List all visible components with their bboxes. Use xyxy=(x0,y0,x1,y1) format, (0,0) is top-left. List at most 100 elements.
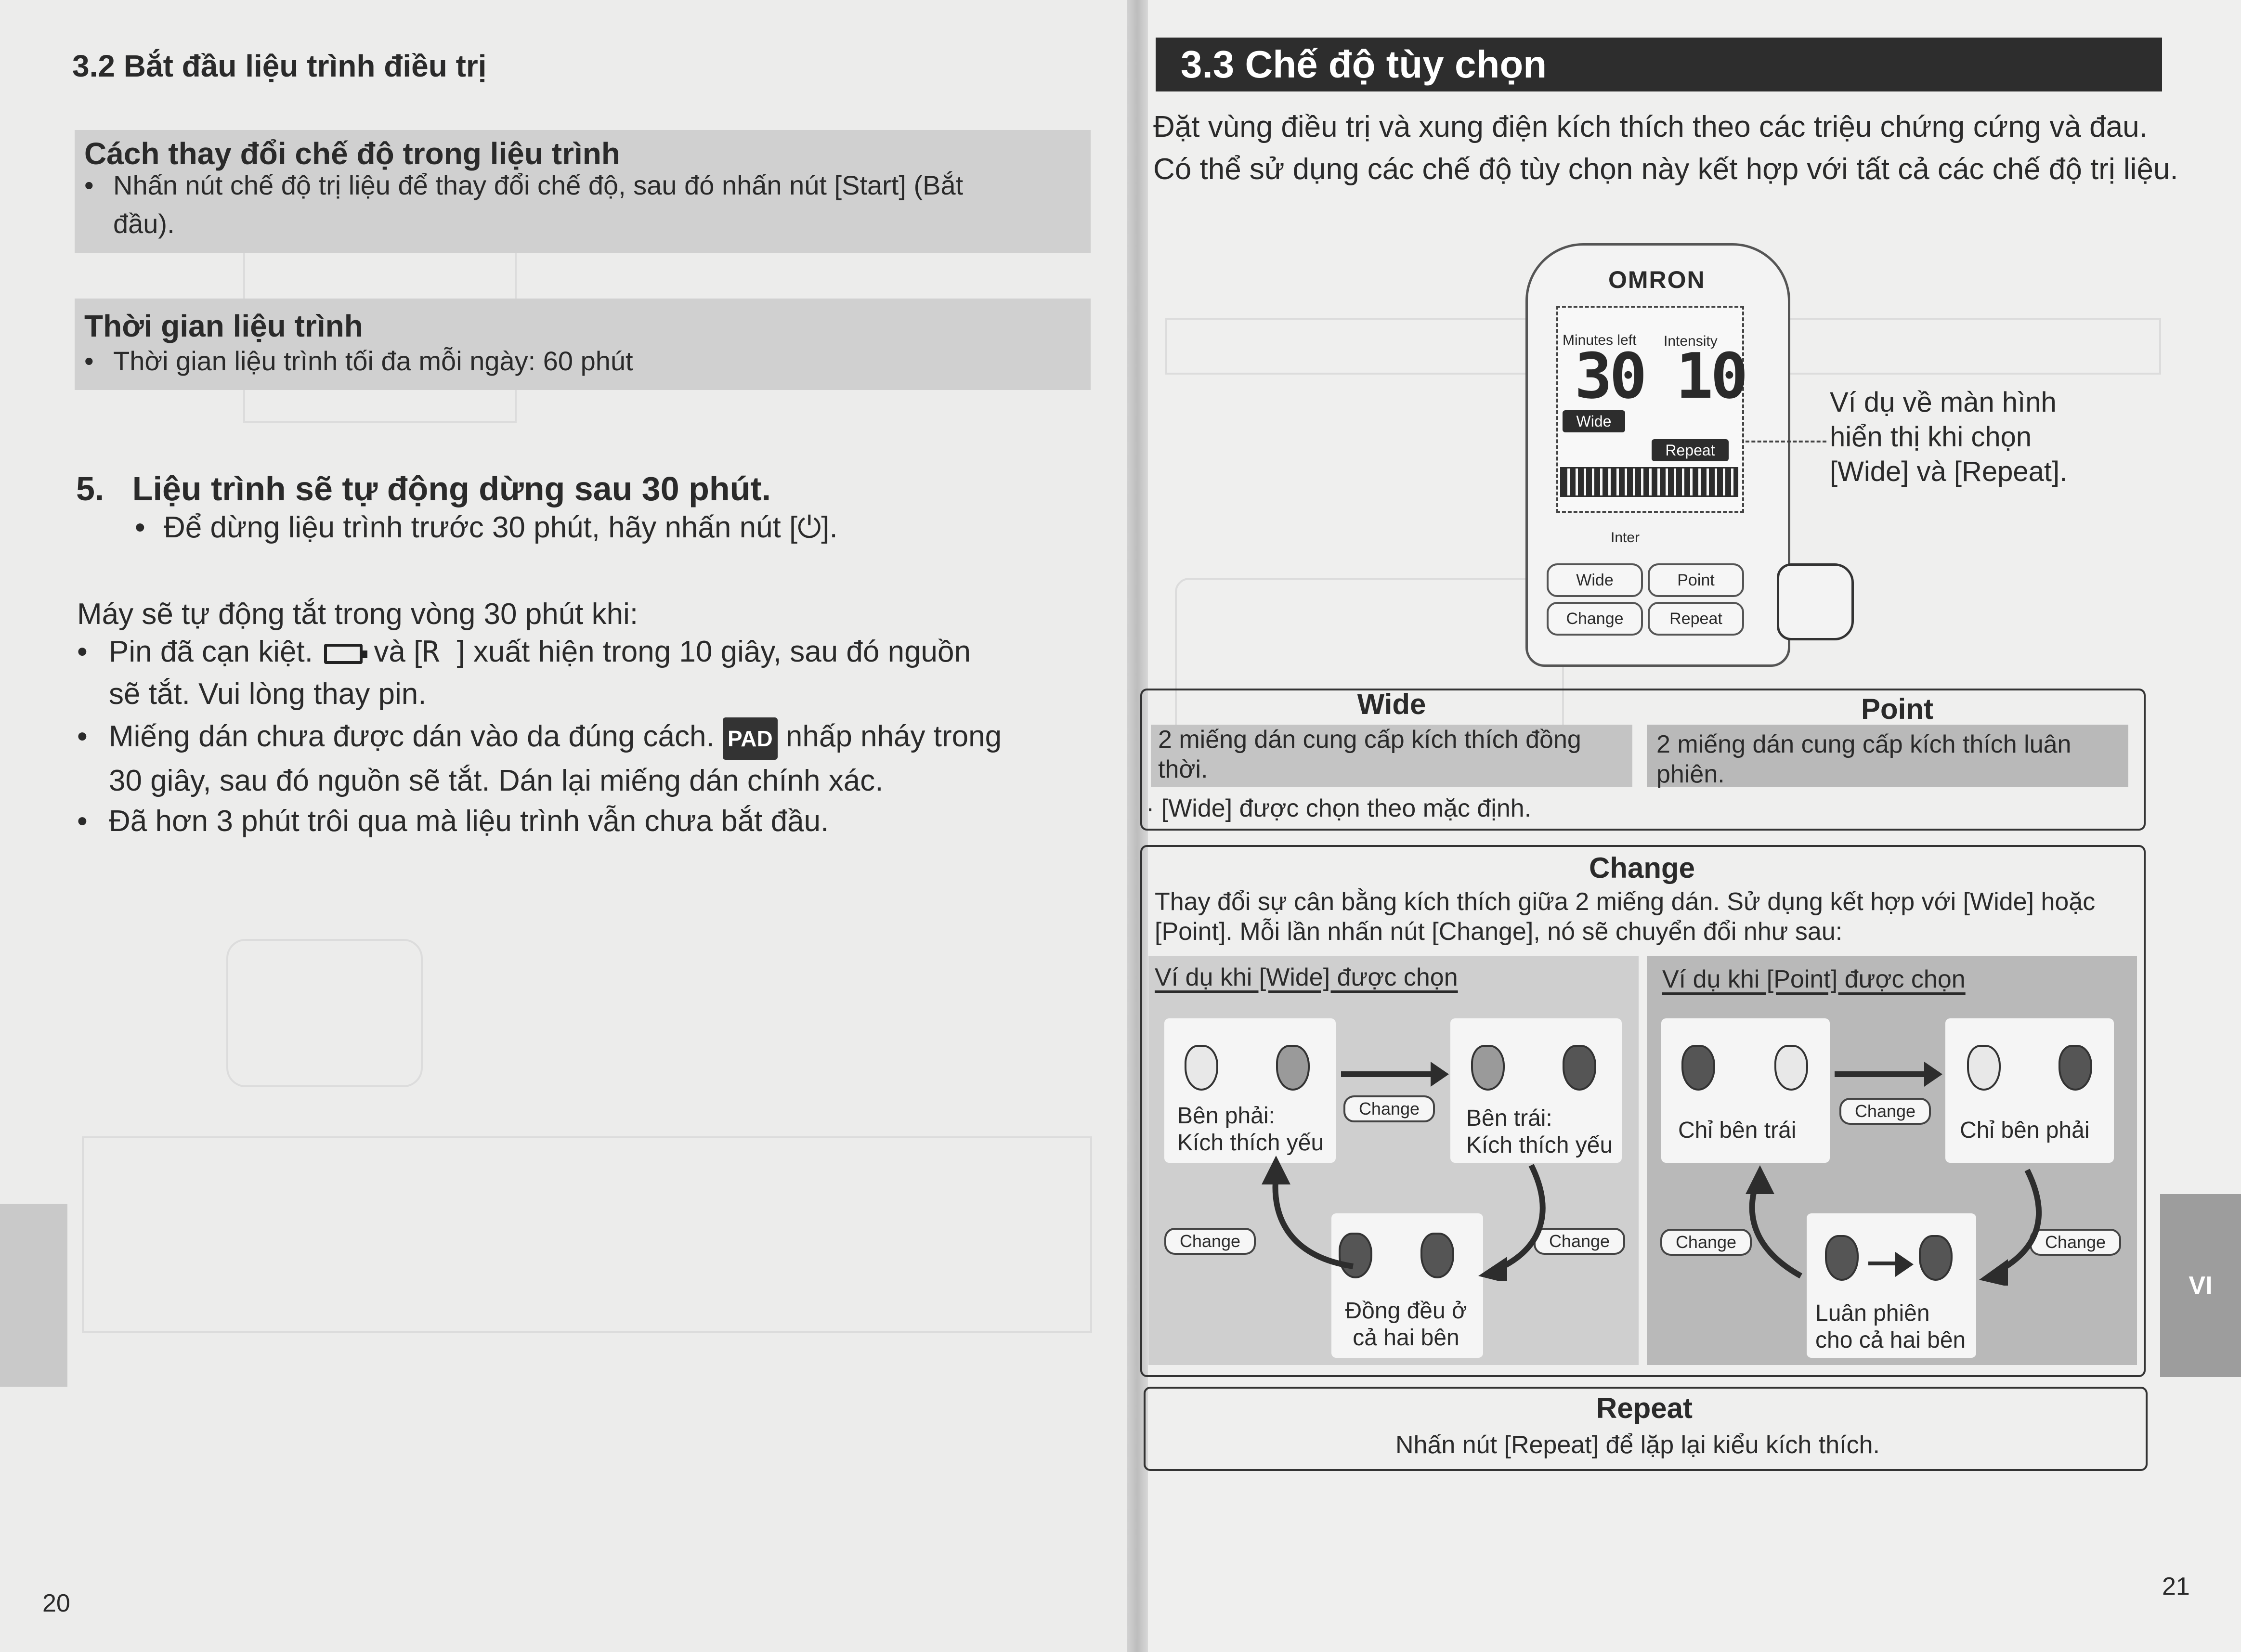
point-state-3-line-2: cho cả hai bên xyxy=(1815,1327,1966,1353)
step5-title: Liệu trình sẽ tự động dừng sau 30 phút. xyxy=(132,470,771,507)
pad-right-icon xyxy=(1276,1045,1310,1091)
wide-state-3-line-2: cả hai bên xyxy=(1353,1325,1459,1351)
pad-left-icon xyxy=(1339,1233,1372,1278)
pad-left-icon xyxy=(1967,1045,2001,1091)
section-title: 3.2 Bắt đầu liệu trình điều trị xyxy=(72,49,487,83)
pad-right-icon xyxy=(1919,1235,1953,1281)
wide-state-1-line-2: Kích thích yếu xyxy=(1177,1130,1324,1156)
mode-change-title: Cách thay đổi chế độ trong liệu trình xyxy=(84,136,620,171)
device-change-button[interactable]: Change xyxy=(1547,602,1643,636)
curved-arrow-icon xyxy=(1979,1169,2042,1286)
step5-bullet: •Để dừng liệu trình trước 30 phút, hãy n… xyxy=(135,511,838,544)
pad-left-icon xyxy=(1471,1045,1505,1091)
repeat-frame xyxy=(1144,1387,2148,1471)
wide-state-2-line-2: Kích thích yếu xyxy=(1466,1132,1613,1158)
duration-bullet: Thời gian liệu trình tối đa mỗi ngày: 60… xyxy=(113,346,633,376)
device-repeat-button[interactable]: Repeat xyxy=(1648,602,1744,636)
callout-line xyxy=(1746,441,1826,442)
wide-state-2-text: Bên trái: Kích thích yếu xyxy=(1466,1105,1613,1159)
ghost-shape xyxy=(226,939,423,1087)
double-arrow-icon xyxy=(1868,1252,1914,1277)
point-text: 2 miếng dán cung cấp kích thích luân phi… xyxy=(1656,730,2072,788)
pad-right-icon xyxy=(1563,1045,1596,1091)
left-page xyxy=(0,0,1134,1652)
step5-heading: 5. Liệu trình sẽ tự động dừng sau 30 phú… xyxy=(76,469,771,508)
brand-logo: OMRON xyxy=(1608,266,1706,293)
list-item: •Đã hơn 3 phút trôi qua mà liệu trình vẫ… xyxy=(77,805,829,838)
change-pill: Change xyxy=(1534,1228,1625,1255)
point-panel xyxy=(1647,725,2128,787)
intensity-value: 10 xyxy=(1676,339,1748,413)
change-pill: Change xyxy=(1839,1098,1931,1125)
wide-state-1-line-1: Bên phải: xyxy=(1177,1103,1275,1129)
pad-right-icon xyxy=(1420,1233,1454,1278)
auto-off-intro: Máy sẽ tự động tắt trong vòng 30 phút kh… xyxy=(77,598,638,631)
minutes-value: 30 xyxy=(1575,339,1647,413)
minutes-left-label: Minutes left xyxy=(1563,332,1637,348)
wide-example-title: Ví dụ khi [Wide] được chọn xyxy=(1155,963,1458,991)
mode-change-bullet-cont: đầu). xyxy=(113,208,175,239)
intensity-label: Intensity xyxy=(1664,333,1718,349)
curved-arrow-icon xyxy=(1262,1156,1354,1269)
wide-point-frame xyxy=(1140,689,2146,831)
side-tab-left xyxy=(0,1204,67,1387)
right-arrow-icon xyxy=(1341,1062,1449,1087)
wide-state-3-text: Đồng đều ở cả hai bên xyxy=(1341,1298,1471,1352)
pad-right-icon xyxy=(2059,1045,2092,1091)
change-pill: Change xyxy=(1660,1229,1752,1256)
callout-line-2: hiển thị khi chọn xyxy=(1830,421,2032,453)
wide-indicator: Wide xyxy=(1563,410,1625,432)
point-state-1-card xyxy=(1661,1018,1830,1163)
item2-cont: 30 giây, sau đó nguồn sẽ tắt. Dán lại mi… xyxy=(109,764,884,797)
item1-lcd: R xyxy=(422,635,457,669)
page-number-left: 20 xyxy=(42,1589,70,1617)
pad-left-icon xyxy=(1681,1045,1715,1091)
item1-mid: và [ xyxy=(374,635,422,668)
item1-cont: sẽ tắt. Vui lòng thay pin. xyxy=(109,677,427,711)
point-state-2-text: Chỉ bên phải xyxy=(1960,1118,2090,1143)
battery-icon xyxy=(324,643,368,664)
point-state-1-text: Chỉ bên trái xyxy=(1678,1118,1797,1143)
display-callout: Ví dụ về màn hình hiển thị khi chọn [Wid… xyxy=(1830,385,2067,489)
change-frame xyxy=(1140,845,2146,1377)
item1-pre: Pin đã cạn kiệt. xyxy=(109,635,313,668)
point-state-3-text: Luân phiên cho cả hai bên xyxy=(1815,1300,1966,1354)
right-arrow-icon xyxy=(1835,1062,1942,1087)
device-wide-button[interactable]: Wide xyxy=(1547,563,1643,597)
point-state-3-line-1: Luân phiên xyxy=(1815,1301,1930,1326)
item1-post: ] xuất hiện trong 10 giây, sau đó nguồn xyxy=(456,635,971,668)
wide-state-1-text: Bên phải: Kích thích yếu xyxy=(1177,1103,1324,1157)
wide-state-1-card xyxy=(1164,1018,1336,1163)
curved-arrow-icon xyxy=(1478,1164,1546,1281)
section-header: 3.3 Chế độ tùy chọn xyxy=(1156,38,2162,91)
change-title: Change xyxy=(1589,852,1695,884)
pressing-hand-icon xyxy=(1777,563,1854,640)
list-item: •Pin đã cạn kiệt. và [R ] xuất hiện tron… xyxy=(77,631,1088,715)
wide-text: 2 miếng dán cung cấp kích thích đồng thờ… xyxy=(1158,726,1581,783)
wide-panel xyxy=(1151,725,1632,787)
pad-right-icon xyxy=(1774,1045,1808,1091)
curved-arrow-icon xyxy=(1746,1165,1802,1279)
device-point-button[interactable]: Point xyxy=(1648,563,1744,597)
mode-change-bullet: Nhấn nút chế độ trị liệu để thay đổi chế… xyxy=(113,170,964,200)
intensity-bar xyxy=(1560,467,1738,497)
repeat-indicator: Repeat xyxy=(1652,439,1729,461)
callout-line-3: [Wide] và [Repeat]. xyxy=(1830,456,2068,487)
wide-default-note: · [Wide] được chọn theo mặc định. xyxy=(1146,794,1532,822)
list-item: •Miếng dán chưa được dán vào da đúng các… xyxy=(77,715,1088,802)
step5-number: 5. xyxy=(76,470,104,507)
page-number-right: 21 xyxy=(2162,1573,2190,1600)
change-pill: Change xyxy=(1164,1228,1256,1255)
mode-change-box xyxy=(75,130,1091,253)
pad-left-icon xyxy=(1825,1235,1859,1281)
intro-text: Đặt vùng điều trị và xung điện kích thíc… xyxy=(1153,110,2178,186)
language-tab: VI xyxy=(2160,1194,2241,1377)
wide-title: Wide xyxy=(1357,688,1426,720)
point-state-2-card xyxy=(1945,1018,2114,1163)
pad-left-icon xyxy=(1185,1045,1218,1091)
wide-state-2-line-1: Bên trái: xyxy=(1466,1106,1552,1131)
repeat-title: Repeat xyxy=(1596,1392,1693,1424)
change-pill: Change xyxy=(1343,1095,1435,1122)
item3-text: Đã hơn 3 phút trôi qua mà liệu trình vẫn… xyxy=(109,805,829,838)
mode-change-text: •Nhấn nút chế độ trị liệu để thay đổi ch… xyxy=(84,170,964,239)
